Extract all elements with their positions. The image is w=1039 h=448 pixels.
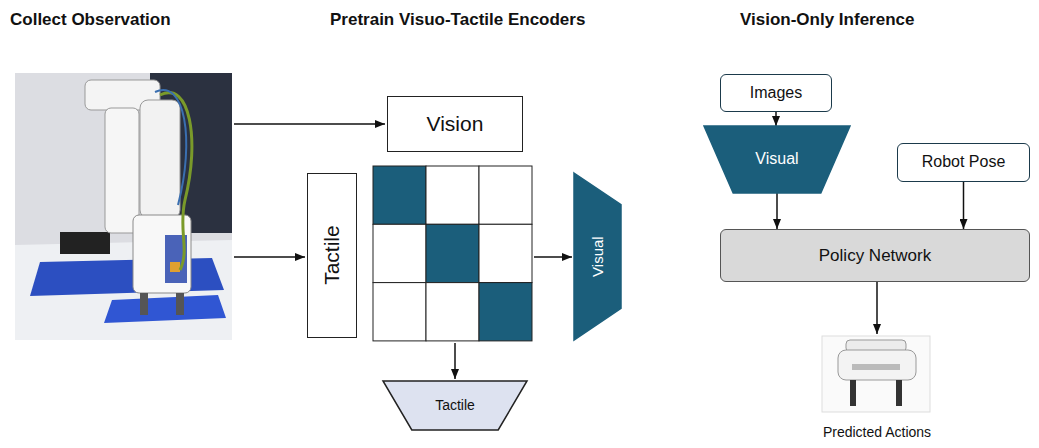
node-label: Tactile — [320, 226, 344, 286]
node-label: Vision — [427, 112, 484, 136]
matrix-cell — [426, 166, 479, 224]
contrastive-matrix — [373, 166, 532, 341]
table-surface — [15, 240, 232, 340]
blue-pad — [30, 258, 224, 296]
gripper-finger — [176, 293, 184, 315]
connector-arrow — [775, 112, 777, 126]
node-label: Images — [750, 84, 802, 102]
encoder-input-box: Vision — [387, 96, 523, 152]
connector-arrow — [776, 193, 778, 229]
arrow — [234, 123, 385, 125]
flow-arrows — [234, 124, 572, 379]
gripper-picture — [822, 336, 930, 412]
photo-background — [15, 73, 232, 340]
gripper-finger — [896, 380, 902, 406]
input-box: Images — [720, 74, 832, 112]
node-label: Tactile — [435, 397, 475, 413]
matrix-cell — [373, 224, 426, 282]
heading-holder: Collect Observation — [10, 10, 171, 30]
input-box: Robot Pose — [897, 143, 1030, 182]
gripper-body — [838, 350, 916, 380]
output-picture: Predicted Actions — [813, 334, 941, 440]
arrow — [234, 256, 305, 258]
section-heading: Vision-Only Inference — [740, 10, 914, 30]
encoder-trapezoid: Visual — [704, 126, 850, 193]
arrow — [454, 343, 456, 379]
heading-holder: Pretrain Visuo-Tactile Encoders — [330, 10, 585, 30]
matrix-cell — [426, 283, 479, 341]
tactile-chip — [170, 262, 180, 272]
matrix-cell — [373, 166, 426, 224]
sensor-box — [60, 232, 110, 254]
matrix-cell — [479, 166, 532, 224]
arrow — [534, 256, 572, 258]
cable — [155, 90, 186, 205]
heading-holder: Vision-Only Inference — [740, 10, 914, 30]
connector-arrow — [876, 282, 878, 334]
cable — [160, 93, 192, 270]
matrix-cell — [479, 224, 532, 282]
connector-arrow — [963, 182, 965, 229]
node-label: Predicted Actions — [823, 424, 931, 440]
node-label: Policy Network — [819, 246, 931, 266]
robot-link — [105, 108, 139, 233]
matrix-cell — [426, 224, 479, 282]
node-label: Robot Pose — [922, 153, 1006, 171]
node-label: Visual — [755, 150, 798, 168]
gripper-finger — [140, 293, 148, 315]
section-heading: Pretrain Visuo-Tactile Encoders — [330, 10, 585, 30]
policy-box: Policy Network — [720, 229, 1030, 282]
blue-pad — [104, 295, 226, 323]
matrix-cell — [479, 283, 532, 341]
encoder-trapezoid: Visual — [574, 173, 621, 340]
picture-frame — [822, 336, 930, 412]
robot-photo — [15, 73, 232, 340]
matrix-cell — [373, 283, 426, 341]
robot-link — [140, 100, 180, 218]
encoder-trapezoid: Tactile — [383, 381, 527, 430]
gripper-finger — [850, 380, 856, 406]
gripper-slot — [852, 364, 900, 370]
node-label: Visual — [589, 236, 606, 277]
section-heading: Collect Observation — [10, 10, 171, 30]
encoder-input-box: Tactile — [307, 173, 357, 338]
